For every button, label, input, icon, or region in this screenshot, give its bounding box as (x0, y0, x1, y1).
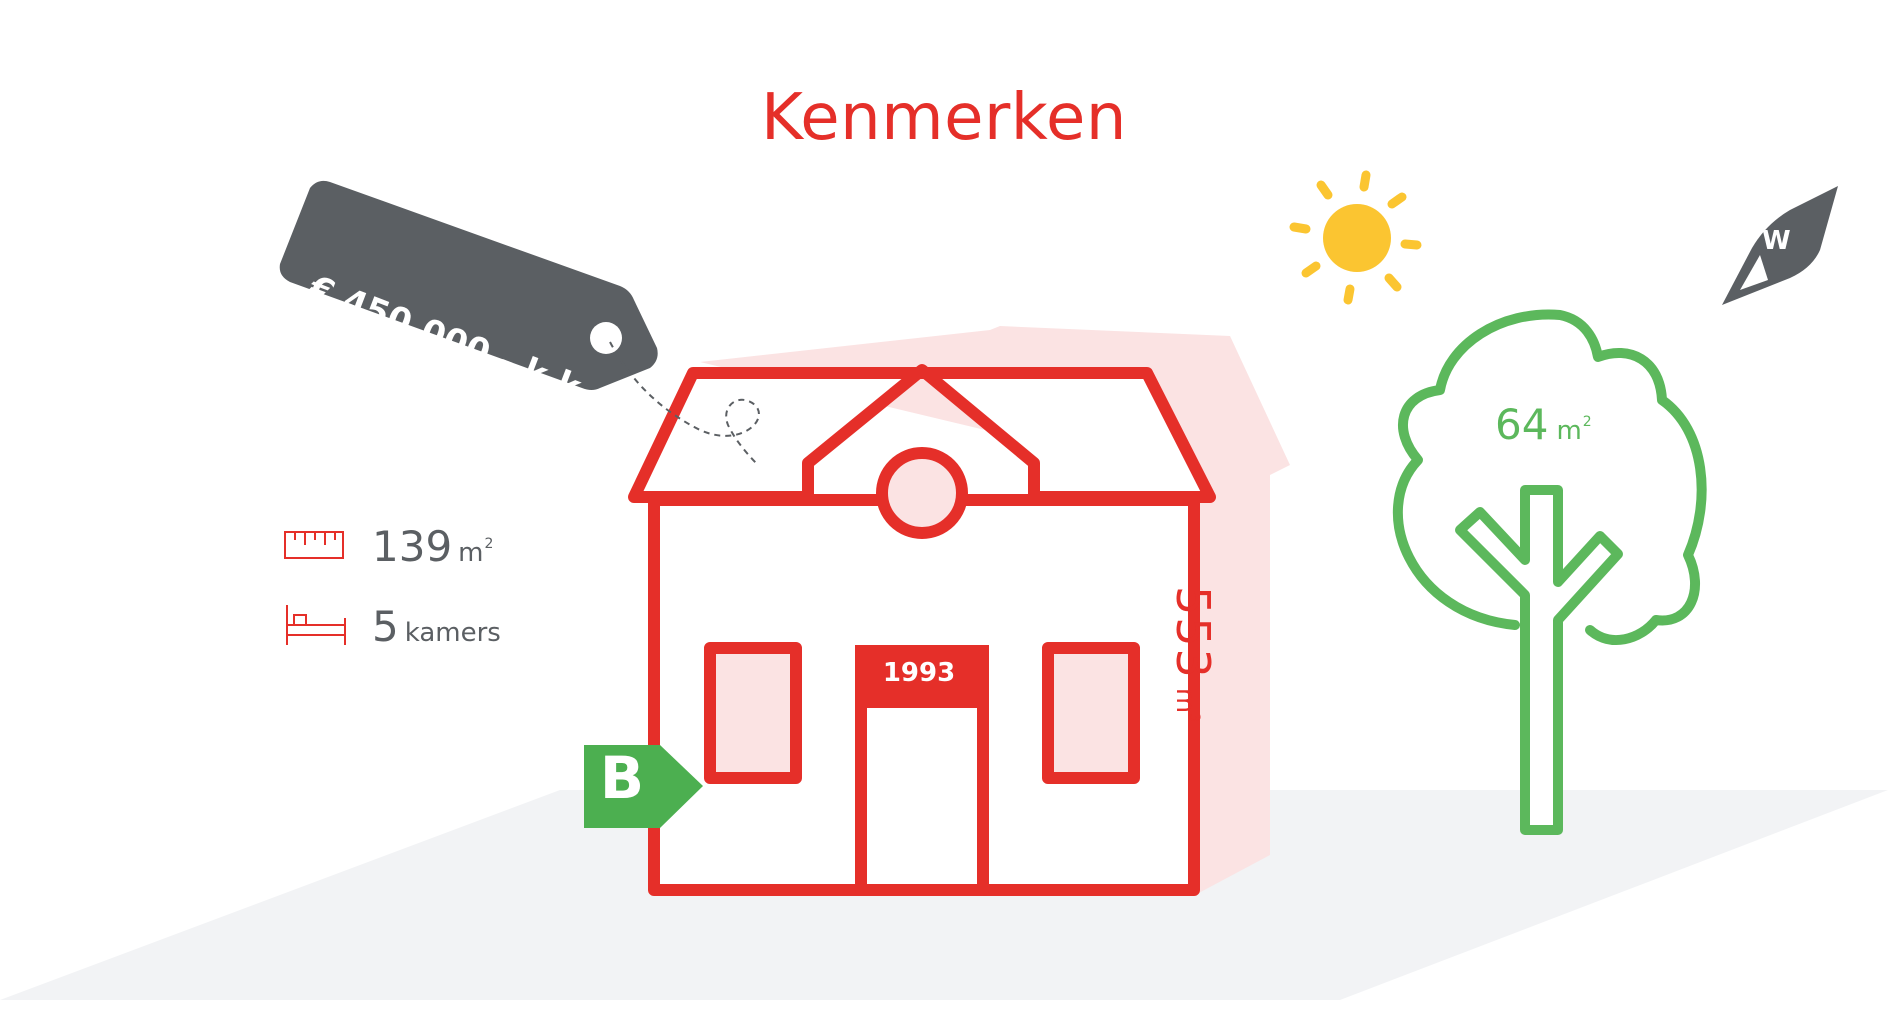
garden-area-unit: m2 (1556, 414, 1592, 446)
garden-area-stat: 64 m2 (1495, 400, 1592, 449)
house-icon (628, 364, 1216, 896)
energy-label-shape (584, 745, 703, 828)
living-area-stat: 139 m2 (372, 522, 493, 571)
volume-value: 553 (1166, 586, 1220, 680)
sun-icon (1289, 170, 1422, 305)
rooms-unit: kamers (404, 618, 501, 648)
volume-unit: m3 (1170, 687, 1202, 723)
orientation-label: W (1762, 226, 1791, 256)
ruler-icon (284, 531, 344, 559)
year-banner (855, 645, 989, 705)
build-year: 1993 (882, 658, 956, 688)
living-area-unit: m2 (458, 536, 494, 568)
house-depth (700, 326, 1290, 895)
garden-area-value: 64 (1495, 400, 1549, 449)
tree-icon (1392, 309, 1707, 835)
bed-icon (286, 605, 346, 645)
energy-label: B (599, 744, 645, 812)
price-tag-icon (279, 180, 760, 466)
rooms-stat: 5 kamers (372, 602, 501, 651)
compass-icon (1722, 186, 1838, 305)
volume-label: 553 m3 (1166, 586, 1220, 722)
living-area-value: 139 (372, 522, 453, 571)
page-title: Kenmerken (761, 80, 1127, 155)
rooms-value: 5 (372, 602, 399, 651)
